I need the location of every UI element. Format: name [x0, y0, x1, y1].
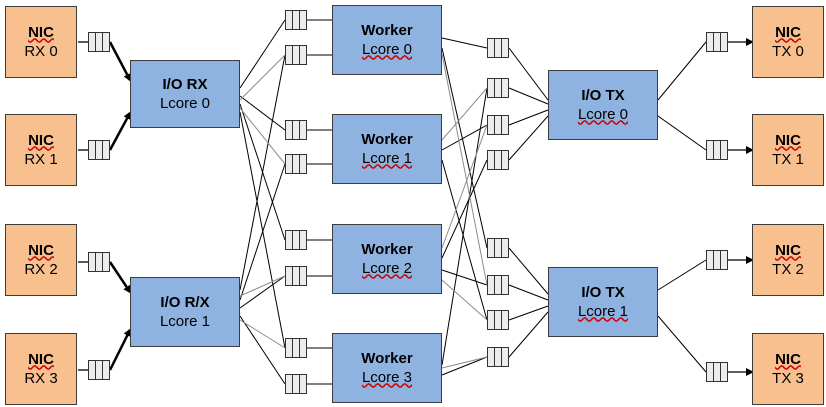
rx-input-links — [78, 41, 88, 371]
tx-0-queue-a — [487, 38, 509, 58]
worker-0-title: Worker — [361, 21, 413, 39]
io-rx-1-lcore: Lcore 1 — [159, 312, 211, 330]
nic-tx-1: NIC TX 1 — [752, 114, 824, 186]
nic-rx-2: NIC RX 2 — [5, 224, 77, 296]
rx-queue-0 — [88, 32, 110, 52]
nic-tx-3-port: TX 3 — [772, 369, 804, 387]
io-tx-to-nic-links — [657, 41, 707, 373]
nic-tx-1-title: NIC — [775, 131, 801, 149]
worker-1-title: Worker — [361, 130, 413, 148]
nic-rx-3: NIC RX 3 — [5, 333, 77, 405]
worker-lcore-0: Worker Lcore 0 — [332, 5, 442, 75]
worker-0-lcore: Lcore 0 — [361, 40, 413, 58]
nic-rx-3-title: NIC — [28, 350, 54, 368]
tx-0-queue-d — [487, 150, 509, 170]
nic-rx-1-port: RX 1 — [24, 150, 58, 168]
nic-tx-2-title: NIC — [775, 241, 801, 259]
tx-0-queue-b — [487, 78, 509, 98]
worker-2-queue-b — [285, 266, 307, 286]
nic-tx-2-port: TX 2 — [772, 260, 804, 278]
worker-3-lcore: Lcore 3 — [361, 368, 413, 386]
rx-queue-3 — [88, 360, 110, 380]
nic-rx-2-port: RX 2 — [24, 260, 58, 278]
nic-tx-0: NIC TX 0 — [752, 6, 824, 78]
io-tx-1-title: I/O TX — [581, 283, 625, 301]
io-tx-1-lcore: Lcore 1 — [577, 302, 629, 320]
queue-to-worker-links — [307, 19, 332, 385]
nic-tx-0-port: TX 0 — [772, 42, 804, 60]
io-rx-1-title: I/O R/X — [160, 293, 210, 311]
io-rx1-to-worker-links — [239, 54, 286, 385]
io-rx-0-lcore: Lcore 0 — [159, 94, 211, 112]
nic-tx-0-title: NIC — [775, 23, 801, 41]
nic-rx-0-port: RX 0 — [24, 42, 58, 60]
nic-rx-0: NIC RX 0 — [5, 6, 77, 78]
worker-2-lcore: Lcore 2 — [361, 259, 413, 277]
nic-rx-3-port: RX 3 — [24, 369, 58, 387]
tx-queue-to-io-links — [508, 47, 549, 358]
worker-0-queue-b — [285, 45, 307, 65]
io-rx-lcore-1: I/O R/X Lcore 1 — [130, 277, 240, 347]
io-rx-0-title: I/O RX — [162, 75, 208, 93]
worker-lcore-2: Worker Lcore 2 — [332, 224, 442, 294]
nic-tx-2: NIC TX 2 — [752, 224, 824, 296]
worker-1-queue-b — [285, 154, 307, 174]
tx-1-queue-d — [487, 347, 509, 367]
tx-out-queue-2 — [706, 250, 728, 270]
tx-1-queue-b — [487, 275, 509, 295]
nic-rx-0-title: NIC — [28, 23, 54, 41]
rx-queue-1 — [88, 140, 110, 160]
tx-out-queue-1 — [706, 140, 728, 160]
tx-0-queue-c — [487, 115, 509, 135]
io-rx-secondary-links — [239, 54, 286, 349]
worker-lcore-1: Worker Lcore 1 — [332, 114, 442, 184]
worker-3-queue-b — [285, 374, 307, 394]
worker-3-title: Worker — [361, 349, 413, 367]
worker-lcore-3: Worker Lcore 3 — [332, 333, 442, 403]
worker-0-queue-a — [285, 10, 307, 30]
worker-2-queue-a — [285, 230, 307, 250]
nic-tx-1-port: TX 1 — [772, 150, 804, 168]
io-tx-lcore-1: I/O TX Lcore 1 — [548, 267, 658, 337]
io-rx-lcore-0: I/O RX Lcore 0 — [130, 60, 240, 128]
worker-1-lcore: Lcore 1 — [361, 149, 413, 167]
nic-tx-3-title: NIC — [775, 350, 801, 368]
worker-1-queue-a — [285, 120, 307, 140]
nic-rx-2-title: NIC — [28, 241, 54, 259]
worker-2-title: Worker — [361, 240, 413, 258]
nic-rx-1: NIC RX 1 — [5, 114, 77, 186]
nic-tx-3: NIC TX 3 — [752, 333, 824, 405]
worker-to-tx-links — [441, 37, 488, 376]
tx-out-queue-0 — [706, 32, 728, 52]
io-tx-0-lcore: Lcore 0 — [577, 105, 629, 123]
io-tx-0-title: I/O TX — [581, 86, 625, 104]
io-tx-lcore-0: I/O TX Lcore 0 — [548, 70, 658, 140]
nic-rx-1-title: NIC — [28, 131, 54, 149]
worker-to-tx-secondary-links — [441, 53, 488, 369]
tx-out-queue-3 — [706, 362, 728, 382]
tx-output-arrows — [728, 38, 754, 376]
tx-1-queue-c — [487, 310, 509, 330]
tx-1-queue-a — [487, 238, 509, 258]
worker-3-queue-a — [285, 338, 307, 358]
rx-queue-2 — [88, 252, 110, 272]
rx-to-io-arrows — [108, 41, 132, 371]
